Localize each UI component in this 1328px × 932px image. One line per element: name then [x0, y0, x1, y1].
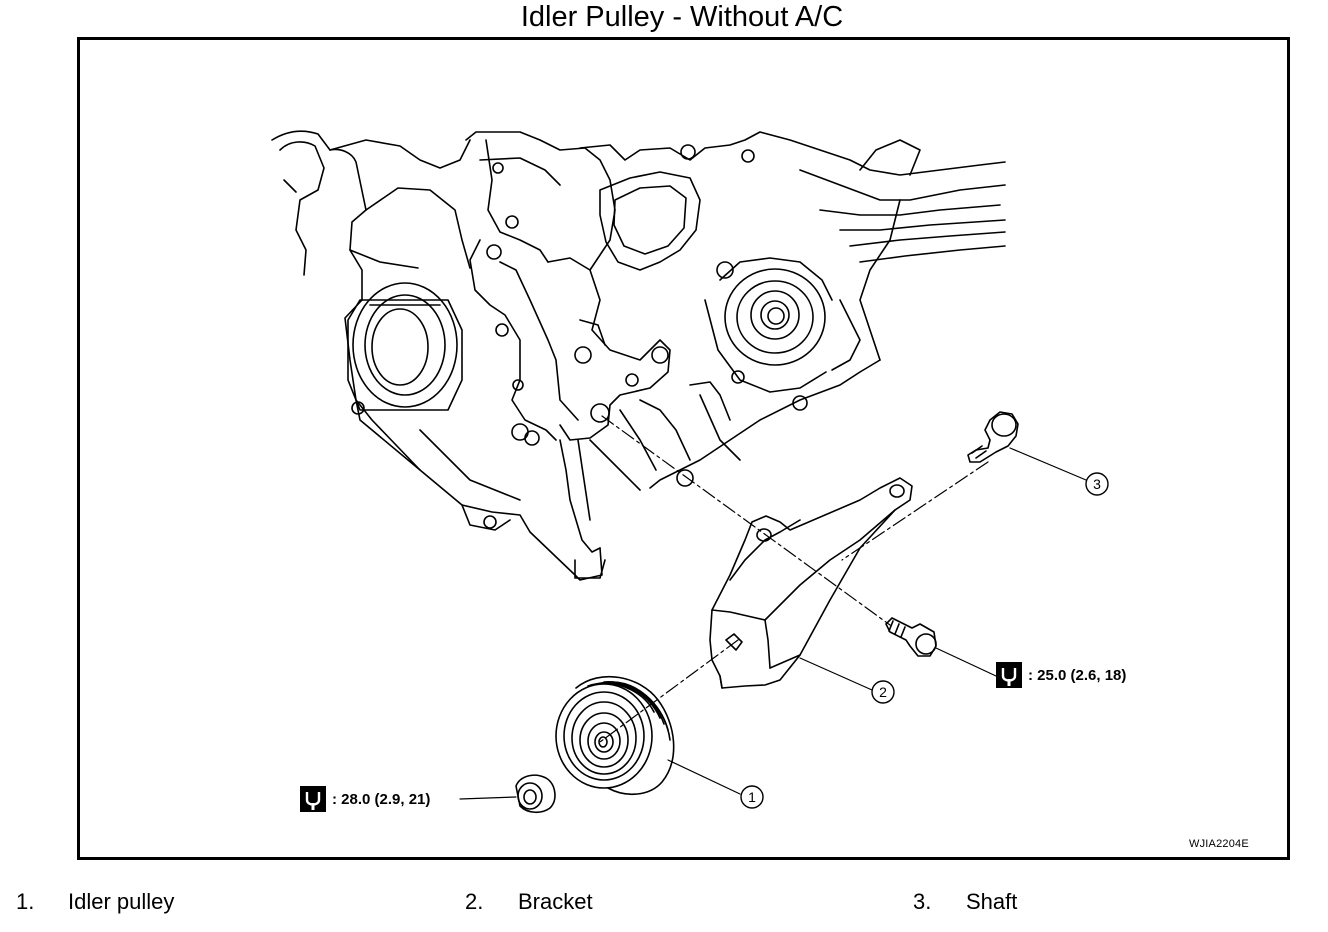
engine-block-drawing [271, 130, 1006, 581]
bracket-drawing [709, 477, 913, 689]
diagram-frame [77, 37, 1290, 860]
legend-number: 3. [913, 889, 932, 914]
torque-spec-pulley-nut: : 28.0 (2.9, 21) [300, 786, 430, 812]
idler-pulley-drawing [555, 675, 675, 795]
legend-label: Shaft [966, 889, 1018, 914]
pulley-nut-drawing [515, 774, 556, 814]
legend-label: Idler pulley [68, 889, 175, 914]
callout-3: 3 [1085, 472, 1109, 496]
callout-1-number: 1 [748, 789, 756, 805]
torque-value-text: : 25.0 (2.6, 18) [1028, 667, 1126, 684]
legend-number: 2. [465, 889, 484, 914]
bracket-bolt-drawing [885, 617, 937, 657]
callout-1: 1 [740, 785, 764, 809]
torque-wrench-icon [996, 662, 1022, 688]
assembly-axis-lines [599, 415, 989, 743]
figure-id: WJIA2204E [1189, 838, 1249, 850]
page-title: Idler Pulley - Without A/C [520, 1, 844, 33]
shaft-drawing [967, 411, 1019, 463]
callout-3-number: 3 [1093, 476, 1101, 492]
legend-label: Bracket [518, 889, 593, 914]
callout-2: 2 [871, 680, 895, 704]
torque-value-text: : 28.0 (2.9, 21) [332, 791, 430, 808]
leader-lines [459, 447, 1087, 800]
torque-wrench-icon [300, 786, 326, 812]
torque-spec-bracket-bolt: : 25.0 (2.6, 18) [996, 662, 1126, 688]
callout-2-number: 2 [879, 684, 887, 700]
legend-number: 1. [16, 889, 35, 914]
